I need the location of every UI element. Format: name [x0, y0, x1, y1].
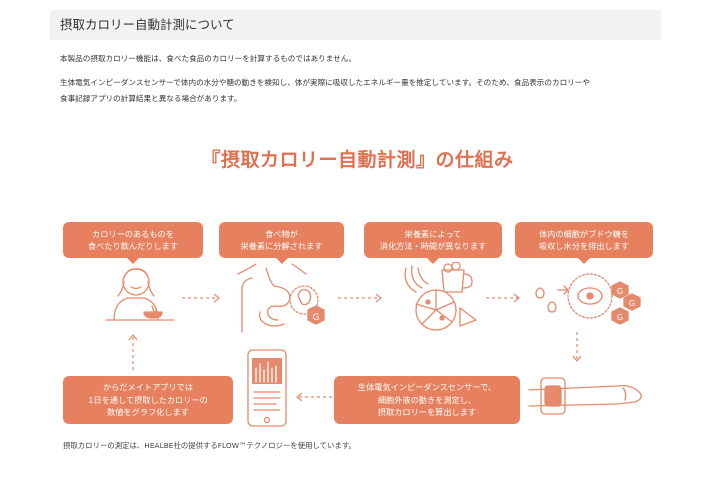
- step-4-line-1: 体内の細胞がブドウ糖を: [538, 228, 630, 239]
- step-3-line-2: 消化方法・時間が異なります: [379, 241, 487, 251]
- diagram-title: 『摂取カロリー自動計測』の仕組み: [201, 149, 514, 171]
- intro-paragraph-1: 本製品の摂取カロリー機能は、食べた食品のカロリーを計算するものではありません。: [60, 54, 356, 63]
- section-header: 摂取カロリー自動計測について: [50, 10, 661, 40]
- cell-absorption-icon: G G G: [535, 273, 641, 325]
- person-eating-icon: [105, 268, 175, 321]
- step-2-line-2: 栄養素に分解されます: [240, 241, 323, 251]
- intro-paragraph-3: 食事記録アプリの計算結果と異なる場合があります。: [60, 94, 242, 103]
- step-2-line-1: 食べ物が: [265, 228, 298, 239]
- foods-icon: [404, 262, 477, 331]
- glucose-label-4: G: [617, 313, 623, 322]
- arrow-up: [128, 334, 138, 370]
- digestion-icon: G: [237, 263, 325, 333]
- smartphone-graph-icon: [247, 349, 287, 427]
- glucose-label-1: G: [313, 313, 320, 323]
- glucose-label-3: G: [629, 299, 635, 308]
- step-5-line-1: 生体電気インピーダンスセンサーで、: [357, 382, 497, 393]
- step-1-line-1: カロリーのあるものを: [92, 228, 174, 239]
- arrow-left: [296, 392, 332, 402]
- footnote: 摂取カロリーの測定は、HEALBE社の提供するFLOW™テクノロジーを使用してい…: [63, 441, 356, 450]
- wristband-sensor-icon: [528, 377, 642, 415]
- section-title: 摂取カロリー自動計測について: [60, 17, 235, 32]
- step-1-bubble: カロリーのあるものを 食べたり飲んだりします: [63, 222, 203, 264]
- glucose-label-2: G: [617, 287, 623, 296]
- arrow-down: [572, 332, 582, 362]
- step-1-line-2: 食べたり飲んだりします: [87, 241, 179, 251]
- step-5-line-2: 細胞外液の動きを測定し、: [377, 394, 477, 405]
- arrow-right-1: [182, 293, 220, 303]
- step-2-bubble: 食べ物が 栄養素に分解されます: [219, 222, 344, 264]
- intro-paragraph-2: 生体電気インピーダンスセンサーで体内の水分や糖の動きを検知し、体が実際に吸収した…: [60, 78, 590, 87]
- step-6-line-1: からだメイトアプリでは: [102, 382, 194, 393]
- step-6-line-3: 数値をグラフ化します: [107, 407, 189, 418]
- step-6-line-2: 1日を通して摂取したカロリーの: [88, 394, 208, 405]
- arrow-right-3: [486, 293, 520, 303]
- arrow-right-2: [338, 293, 382, 303]
- step-3-line-1: 栄養素によって: [404, 228, 462, 239]
- step-5-line-3: 摂取カロリーを算出します: [377, 407, 477, 418]
- step-6-bubble: からだメイトアプリでは 1日を通して摂取したカロリーの 数値をグラフ化します: [63, 376, 233, 424]
- step-3-bubble: 栄養素によって 消化方法・時間が異なります: [364, 222, 502, 264]
- step-5-bubble: 生体電気インピーダンスセンサーで、 細胞外液の動きを測定し、 摂取カロリーを算出…: [334, 376, 520, 424]
- step-4-line-2: 吸収し水分を排出します: [538, 241, 630, 251]
- step-4-bubble: 体内の細胞がブドウ糖を 吸収し水分を排出します: [515, 222, 653, 264]
